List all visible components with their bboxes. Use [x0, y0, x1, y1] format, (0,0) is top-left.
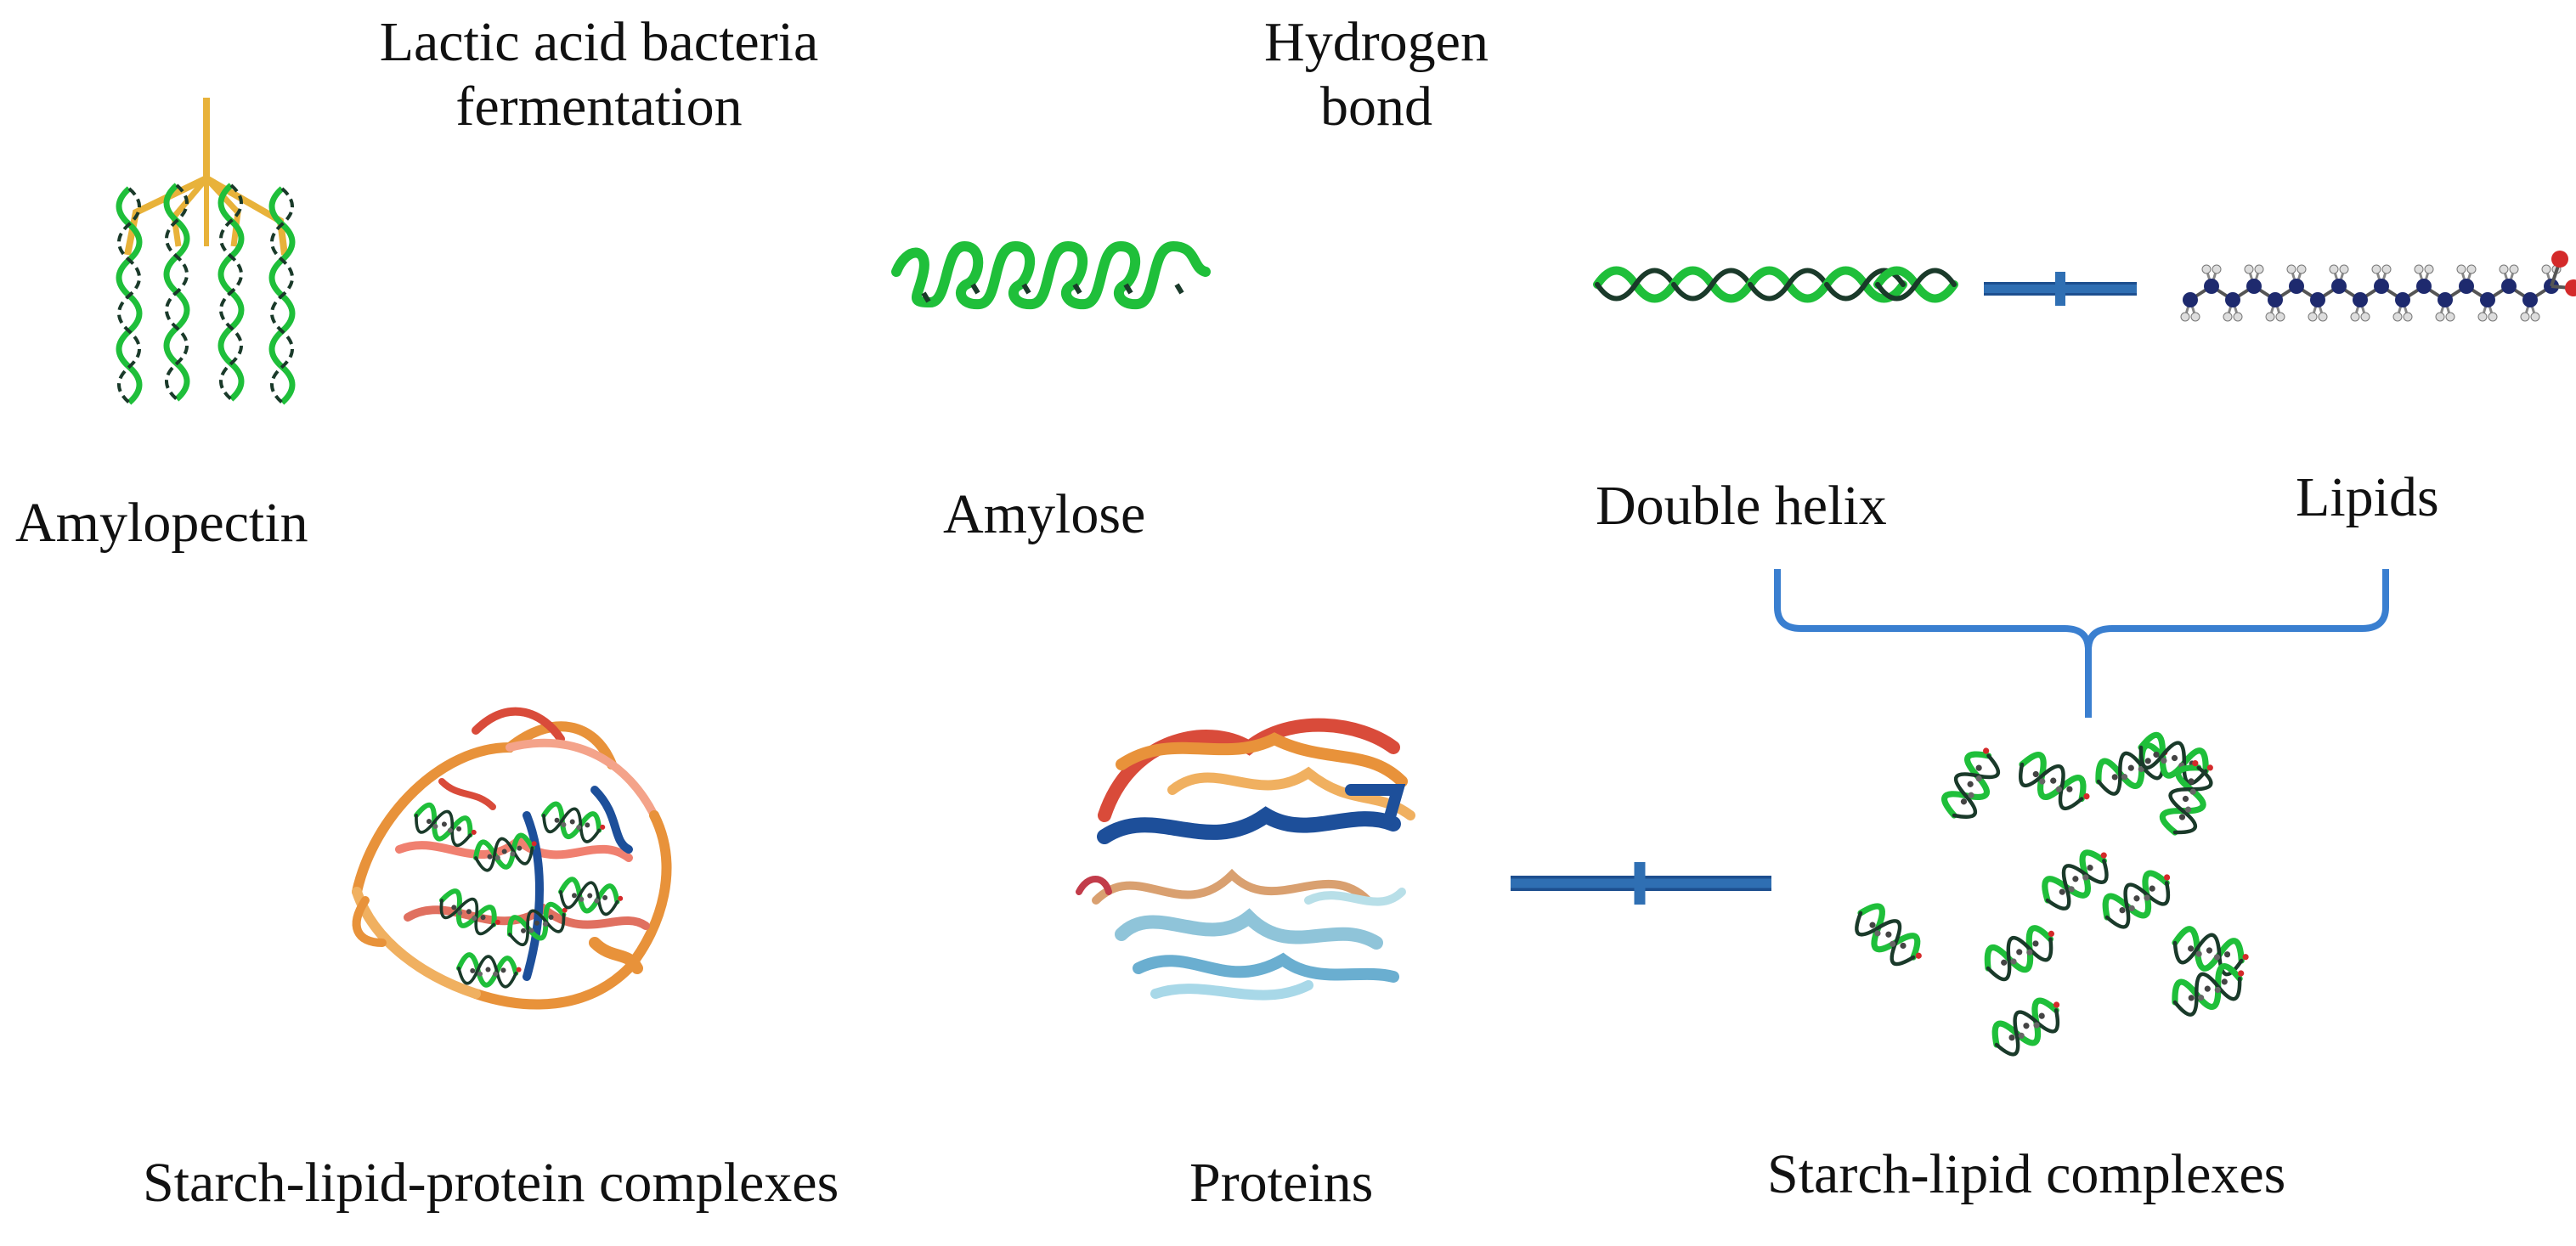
amylose-illustration	[891, 241, 1211, 310]
lipids-label: Lipids	[2296, 466, 2439, 528]
connector-protein-complex	[1511, 862, 1771, 905]
starch-lipid-protein-complex-illustration	[352, 707, 672, 1010]
starch-lipid-protein-complexes-label: Starch-lipid-protein complexes	[143, 1152, 839, 1214]
fermentation-label: Lactic acid bacteria fermentation	[348, 10, 850, 139]
amylose-label: Amylose	[943, 483, 1146, 545]
proteins-label: Proteins	[1189, 1152, 1374, 1214]
starch-lipid-complexes-label: Starch-lipid complexes	[1767, 1143, 2286, 1205]
hydrogen-bond-label-line2: bond	[1320, 75, 1432, 138]
amylopectin-label: Amylopectin	[15, 492, 308, 554]
lipid-molecule	[2180, 251, 2576, 322]
grouping-brace	[1774, 569, 2389, 718]
starch-lipid-complex-cluster	[1850, 731, 2251, 1060]
double-helix-label: Double helix	[1596, 475, 1887, 537]
fermentation-label-line1: Lactic acid bacteria	[379, 11, 819, 73]
fermentation-label-line2: fermentation	[455, 75, 743, 138]
protein-illustration	[1076, 718, 1415, 1001]
hydrogen-bond-label-line1: Hydrogen	[1264, 11, 1489, 73]
hydrogen-bond-label: Hydrogen bond	[1223, 10, 1529, 139]
amylopectin-illustration	[119, 98, 292, 403]
double-helix-illustration	[1597, 271, 1954, 299]
connector-helix-lipid	[1984, 272, 2137, 306]
